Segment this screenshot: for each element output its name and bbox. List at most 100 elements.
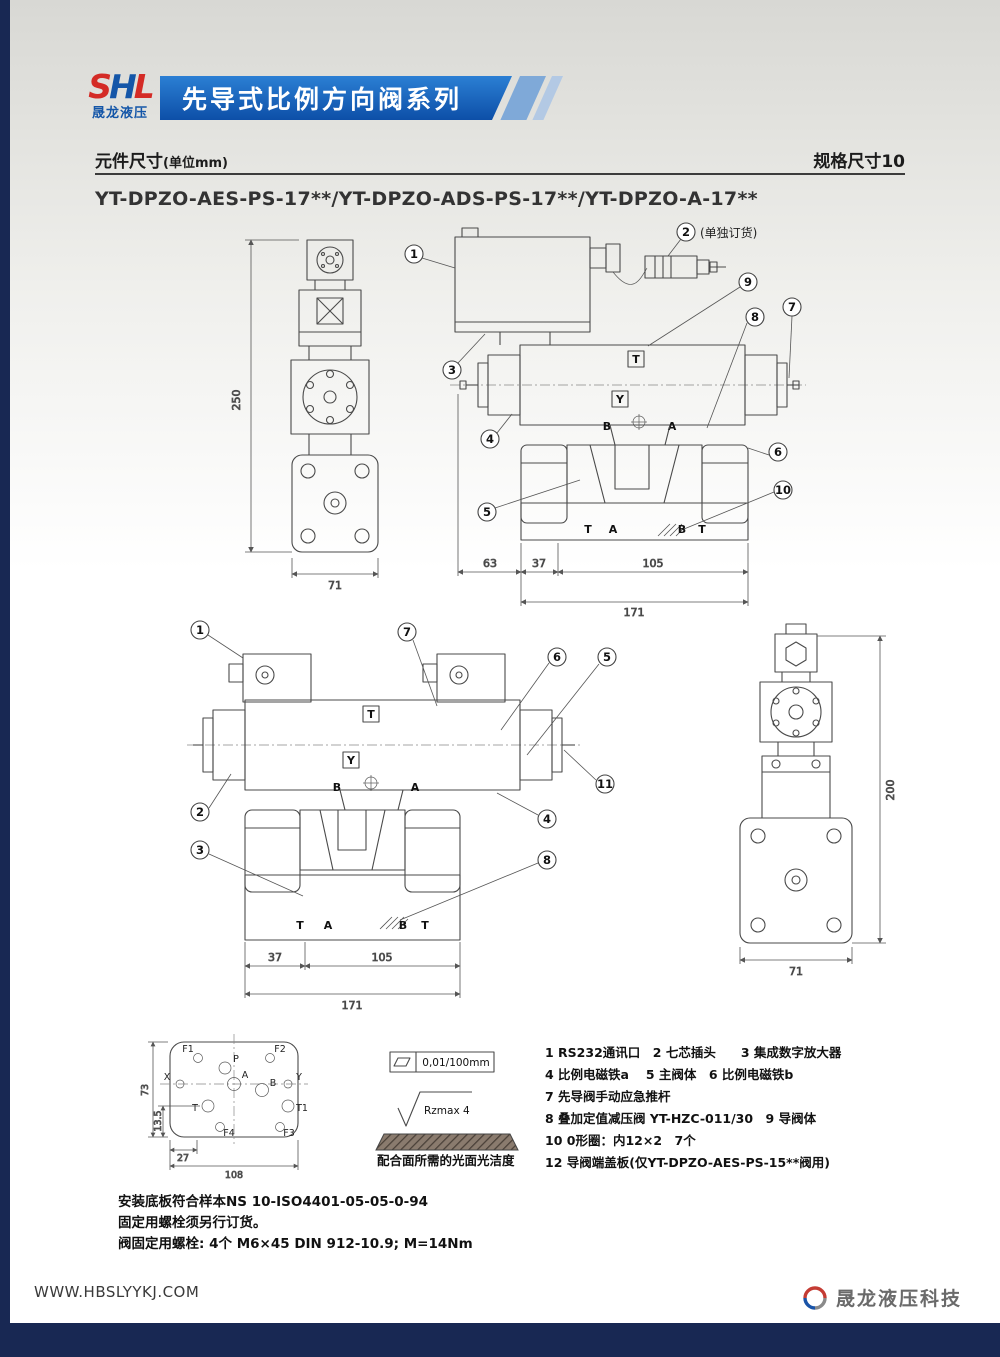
svg-text:37: 37	[268, 951, 282, 964]
model-title: YT-DPZO-AES-PS-17**/YT-DPZO-ADS-PS-17**/…	[95, 188, 758, 210]
company-logo: SHL 晟龙液压	[80, 70, 160, 121]
bottom-accent-bar	[0, 1323, 1000, 1357]
svg-text:171: 171	[342, 999, 363, 1012]
svg-text:10: 10	[775, 483, 791, 497]
svg-text:105: 105	[372, 951, 393, 964]
series-banner-title: 先导式比例方向阀系列	[182, 85, 463, 114]
port-label-pt2: T	[421, 919, 429, 932]
footer-company-name: 晟龙液压科技	[835, 1288, 962, 1310]
port-label-pt2: T	[698, 523, 706, 536]
drawing-surface-finish: 0,01/100mm Rzmax 4	[375, 1051, 519, 1151]
svg-text:4: 4	[543, 812, 551, 826]
connector-block-a	[228, 653, 312, 703]
plate-port-f3: F3	[283, 1128, 295, 1139]
dimension-row-top: 63 37 105 171	[457, 394, 749, 618]
seven-pin-plug	[612, 255, 726, 285]
callout-9: 9	[647, 272, 758, 347]
dimension-row-mid: 37 105 171	[244, 942, 461, 1012]
callout-1: 1	[404, 244, 456, 269]
port-label-pa: A	[324, 919, 333, 932]
plate-port-x: X	[164, 1072, 171, 1083]
series-banner: 先导式比例方向阀系列	[160, 76, 512, 120]
svg-text:5: 5	[483, 505, 491, 519]
plate-port-y: Y	[295, 1072, 302, 1083]
plate-port-b: B	[270, 1078, 277, 1089]
callout-2: 2	[190, 773, 232, 822]
callout-4: 4	[480, 413, 513, 449]
plate-port-t1: T1	[295, 1103, 308, 1114]
roughness-value: Rzmax 4	[424, 1105, 470, 1117]
drawing-top-front-view: T Y B A T A B T 1 2 (单独订货) 3 4 5 6 7 8 9…	[404, 222, 806, 618]
parts-legend: 1 RS232通讯口 2 七芯插头 3 集成数字放大器 4 比例电磁铁a 5 主…	[545, 1042, 905, 1174]
svg-text:6: 6	[774, 445, 782, 459]
drawing-mounting-plate: F1 P F2 X A B Y T T1 F4 F3 73 13.5 27 10…	[140, 1034, 308, 1181]
svg-text:71: 71	[328, 579, 342, 592]
legend-line: 1 RS232通讯口 2 七芯插头 3 集成数字放大器	[545, 1045, 842, 1060]
callout-1: 1	[190, 620, 244, 659]
plate-dimensions: 73 13.5 27 108	[140, 1041, 299, 1181]
svg-text:27: 27	[177, 1153, 189, 1164]
connector-block-b	[422, 653, 506, 703]
svg-text:108: 108	[225, 1170, 243, 1181]
drawing-top-side-view: 250 71	[230, 239, 379, 592]
svg-text:8: 8	[543, 853, 551, 867]
port-label-pt1: T	[296, 919, 304, 932]
svg-text:11: 11	[597, 777, 613, 791]
logo-company-name: 晟龙液压	[91, 106, 148, 121]
hatched-surface-bar	[375, 1133, 519, 1151]
digital-amplifier-box	[454, 227, 621, 333]
svg-text:6: 6	[553, 650, 561, 664]
legend-line: 8 叠加定值减压阀 YT-HZC-011/30 9 导阀体	[545, 1111, 817, 1126]
legend-line: 12 导阀端盖板(仅YT-DPZO-AES-PS-15**阀用)	[545, 1155, 830, 1170]
plate-ports	[175, 1053, 295, 1132]
flatness-symbol	[389, 1051, 495, 1073]
svg-text:1: 1	[410, 247, 418, 261]
svg-text:5: 5	[603, 650, 611, 664]
main-valve-body	[244, 789, 461, 941]
drawing-mid-front-view: T Y B A T A B T 1 7 6 5 11 2 4 3 8	[187, 620, 617, 1012]
port-label-pb: B	[399, 919, 407, 932]
footer-website: WWW.HBSLYYKJ.COM	[34, 1283, 200, 1301]
section-label-dimensions: 元件尺寸(单位mm)	[95, 152, 228, 172]
plate-port-f2: F2	[274, 1044, 286, 1055]
main-valve-body	[520, 424, 749, 541]
svg-text:8: 8	[751, 310, 759, 324]
port-label-pt1: T	[584, 523, 592, 536]
callout-4: 4	[496, 792, 557, 829]
svg-text:2: 2	[682, 225, 690, 239]
port-label-t-box: T	[367, 708, 375, 721]
svg-text:105: 105	[643, 557, 664, 570]
plate-port-f1: F1	[182, 1044, 194, 1055]
callout-5: 5	[526, 647, 617, 756]
callout-8: 8	[399, 850, 557, 921]
separate-order-note: (单独订货)	[700, 225, 757, 240]
callout-5: 5	[477, 479, 581, 522]
note-line: 阀固定用螺栓: 4个 M6×45 DIN 912-10.9; M=14Nm	[118, 1236, 473, 1252]
port-label-pa: A	[609, 523, 618, 536]
valve-side-view-geometry	[739, 623, 853, 944]
port-label-b: B	[603, 420, 611, 433]
callout-11: 11	[563, 749, 615, 794]
drawing-mid-side-view: 200 71	[739, 623, 897, 978]
svg-text:71: 71	[789, 965, 803, 978]
callout-7: 7	[782, 297, 802, 379]
callout-8: 8	[706, 307, 765, 429]
svg-text:3: 3	[448, 363, 456, 377]
footer-logo-icon	[803, 1285, 827, 1310]
callout-3: 3	[190, 840, 304, 897]
svg-text:63: 63	[483, 557, 497, 570]
svg-text:73: 73	[140, 1084, 151, 1096]
port-label-a: A	[411, 781, 420, 794]
callout-7: 7	[397, 622, 438, 707]
port-label-b: B	[333, 781, 341, 794]
svg-text:13.5: 13.5	[153, 1110, 164, 1131]
svg-text:2: 2	[196, 805, 204, 819]
dimension-250: 250	[230, 239, 299, 553]
note-line: 安装底板符合样本NS 10-ISO4401-05-05-0-94	[118, 1194, 429, 1210]
valve-side-view-geometry	[290, 239, 379, 553]
svg-text:250: 250	[230, 390, 243, 411]
callout-3: 3	[442, 333, 486, 380]
header-rule	[95, 173, 905, 175]
roughness-symbol	[397, 1091, 472, 1127]
